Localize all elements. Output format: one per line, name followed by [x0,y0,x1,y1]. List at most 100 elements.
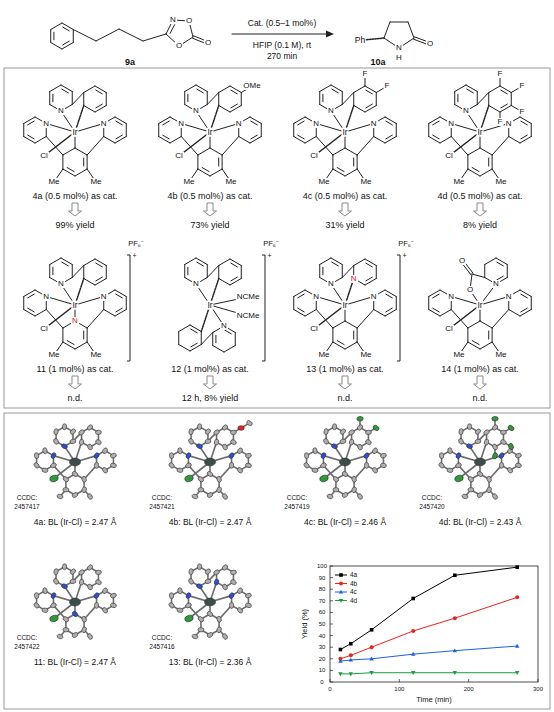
bond-line [51,43,62,50]
thermal-ellipsoid [447,447,452,454]
thermal-ellipsoid [53,568,58,575]
bond-line [396,297,397,310]
hollow-arrow [339,376,352,389]
bond-line [333,321,345,328]
legend-text: 4c [350,589,357,596]
tick-mark [330,670,333,671]
bracket [127,255,130,361]
bond-line [345,342,357,349]
atom-label: O [426,40,434,48]
atom-label: O [204,39,212,47]
bond-line [215,335,216,342]
bond-line [235,333,236,346]
yield-chart [330,565,538,682]
thermal-ellipsoid [245,592,252,598]
series-line [340,646,517,661]
thermal-ellipsoid [205,579,212,584]
thermal-ellipsoid [93,452,100,459]
thermal-ellipsoid [357,493,364,500]
bond-line [23,297,24,310]
bond-line [219,86,230,93]
thermal-ellipsoid [33,602,40,609]
catalyst-caption: 4b (0.5 mol%) as cat. [166,192,253,201]
thermal-ellipsoid [439,452,444,458]
bond-line [28,135,34,139]
bond-line [520,117,531,124]
atom-label: O [185,17,193,25]
thermal-ellipsoid [333,487,339,492]
atom-label: N [42,293,50,301]
data-marker [349,672,353,676]
bond-line [433,294,439,298]
atom-label: Me [494,351,507,359]
tick-label: 40 [318,633,327,639]
thermal-ellipsoid [206,470,213,477]
bond-line [62,23,73,30]
tick-mark [330,577,333,578]
bond-line [83,93,84,106]
thermal-ellipsoid [56,633,63,639]
bond-line [468,342,480,349]
bond-line [332,328,333,342]
bond-line [231,277,237,281]
data-marker [453,616,457,620]
thermal-ellipsoid [213,429,220,436]
atom-label: N [395,44,403,52]
thermal-ellipsoid [348,429,355,436]
thermal-ellipsoid [185,602,192,609]
thermal-ellipsoid [63,627,69,632]
thermal-ellipsoid [177,608,184,613]
bond-line [429,290,440,297]
bond-line [207,92,208,105]
bond-line [294,290,305,297]
tick-mark [330,682,333,683]
bond-line [191,343,197,347]
data-marker [411,671,415,675]
thermal-ellipsoid [206,610,213,617]
thermal-ellipsoid [222,493,229,500]
bond-line [96,263,102,267]
bond-line [87,310,104,329]
data-marker [515,671,519,675]
thermal-ellipsoid [228,592,235,599]
counterion-label: PF₆⁻ [262,240,280,248]
bond-line [159,137,170,144]
thermal-ellipsoid [341,470,348,477]
thermal-ellipsoid [53,578,60,585]
bond-line [230,86,241,93]
bond-line [75,342,87,349]
bond-line [62,328,63,342]
panel-frame [4,413,550,709]
thermal-ellipsoid [458,438,465,445]
thermal-ellipsoid [71,492,78,499]
thermal-ellipsoid [168,602,175,609]
bond-line [163,135,169,139]
catalyst-caption: 4d (0.5 mol%) as cat. [436,192,523,201]
bond-line [61,258,72,265]
atom-label: N [100,293,108,301]
counterion-label: PF₆⁻ [397,240,415,248]
thermal-ellipsoid [467,424,472,430]
compound-number: 10a [369,58,386,67]
thermal-ellipsoid [357,416,364,421]
ccdc-label: CCDC: [16,635,39,642]
bond-line [376,93,377,106]
atom-label: Cl [39,152,49,160]
thermal-ellipsoid [486,486,492,493]
bond-line [354,86,365,93]
thermal-ellipsoid [62,616,69,623]
bond-line [84,259,95,266]
thermal-ellipsoid [454,474,464,482]
atom-label: Me [317,178,330,186]
bond-line [84,86,95,93]
bond-line [251,121,257,125]
atom-label: Cl [309,152,319,160]
atom-label: NCMe [236,312,261,320]
atom-label: N [169,16,177,24]
charge-label: + [266,252,272,259]
bond-line [115,137,126,144]
atom-label: Ir [341,128,348,137]
thermal-ellipsoid [87,633,94,640]
catalyst-caption: 13 (1 mol%) as cat. [305,365,385,374]
thermal-ellipsoid [53,438,60,445]
